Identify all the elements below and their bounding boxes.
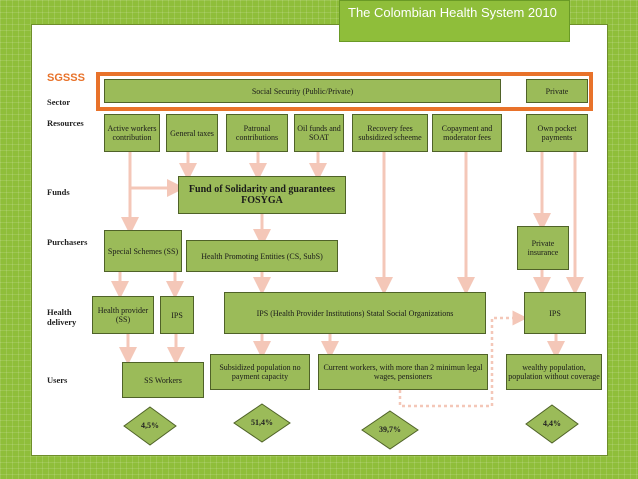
purchaser-special-schemes: Special Schemes (SS): [104, 230, 182, 272]
delivery-ips-private: IPS: [524, 292, 586, 334]
user-subsidized: Subsidized population no payment capacit…: [210, 354, 310, 390]
percent-diamond-subsidized: [233, 403, 291, 443]
percent-label-contributory: 39,7%: [379, 425, 401, 434]
purchaser-private-insurance: Private insurance: [517, 226, 569, 270]
percent-label-subsidized: 51,4%: [251, 418, 273, 427]
resource-own-pocket: Own pocket payments: [526, 114, 588, 152]
sector-social-security: Social Security (Public/Private): [104, 79, 501, 103]
row-label-funds: Funds: [47, 187, 70, 197]
row-label-health-delivery: Health delivery: [47, 307, 77, 327]
slide-title: The Colombian Health System 2010: [339, 0, 570, 42]
delivery-ips-ss: IPS: [160, 296, 194, 334]
percent-label-ss: 4,5%: [141, 421, 159, 430]
percent-diamond-private: [525, 404, 579, 444]
delivery-ips-main: IPS (Health Provider Institutions) Stata…: [224, 292, 486, 334]
resource-active-workers: Active workers contribution: [104, 114, 160, 152]
sgsss-highlight-frame: [96, 72, 593, 111]
resource-copayment: Copayment and moderator fees: [432, 114, 502, 152]
arrow-dashed-workers-ips: [398, 310, 528, 408]
percent-diamond-ss: [123, 406, 177, 446]
user-wealthy: wealthy population, population without c…: [506, 354, 602, 390]
sector-private: Private: [526, 79, 588, 103]
percent-diamond-contributory: [361, 410, 419, 450]
resource-recovery-fees: Recovery fees subsidized scheeme: [352, 114, 428, 152]
row-label-users: Users: [47, 375, 68, 385]
user-ss-workers: SS Workers: [122, 362, 204, 398]
purchaser-health-promoting: Health Promoting Entities (CS, SubS): [186, 240, 338, 272]
percent-label-private: 4,4%: [543, 419, 561, 428]
resource-oil-funds: Oil funds and SOAT: [294, 114, 344, 152]
delivery-health-provider-ss: Health provider (SS): [92, 296, 154, 334]
row-label-resources: Resources: [47, 118, 84, 128]
sgsss-label: SGSSS: [47, 72, 85, 84]
fund-fosyga: Fund of Solidarity and guarantees FOSYGA: [178, 176, 346, 214]
resource-patronal: Patronal contributions: [226, 114, 288, 152]
row-label-purchasers: Purchasers: [47, 237, 88, 247]
resource-general-taxes: General taxes: [166, 114, 218, 152]
row-label-sector: Sector: [47, 97, 71, 107]
user-current-workers: Current workers, with more than 2 minimu…: [318, 354, 488, 390]
